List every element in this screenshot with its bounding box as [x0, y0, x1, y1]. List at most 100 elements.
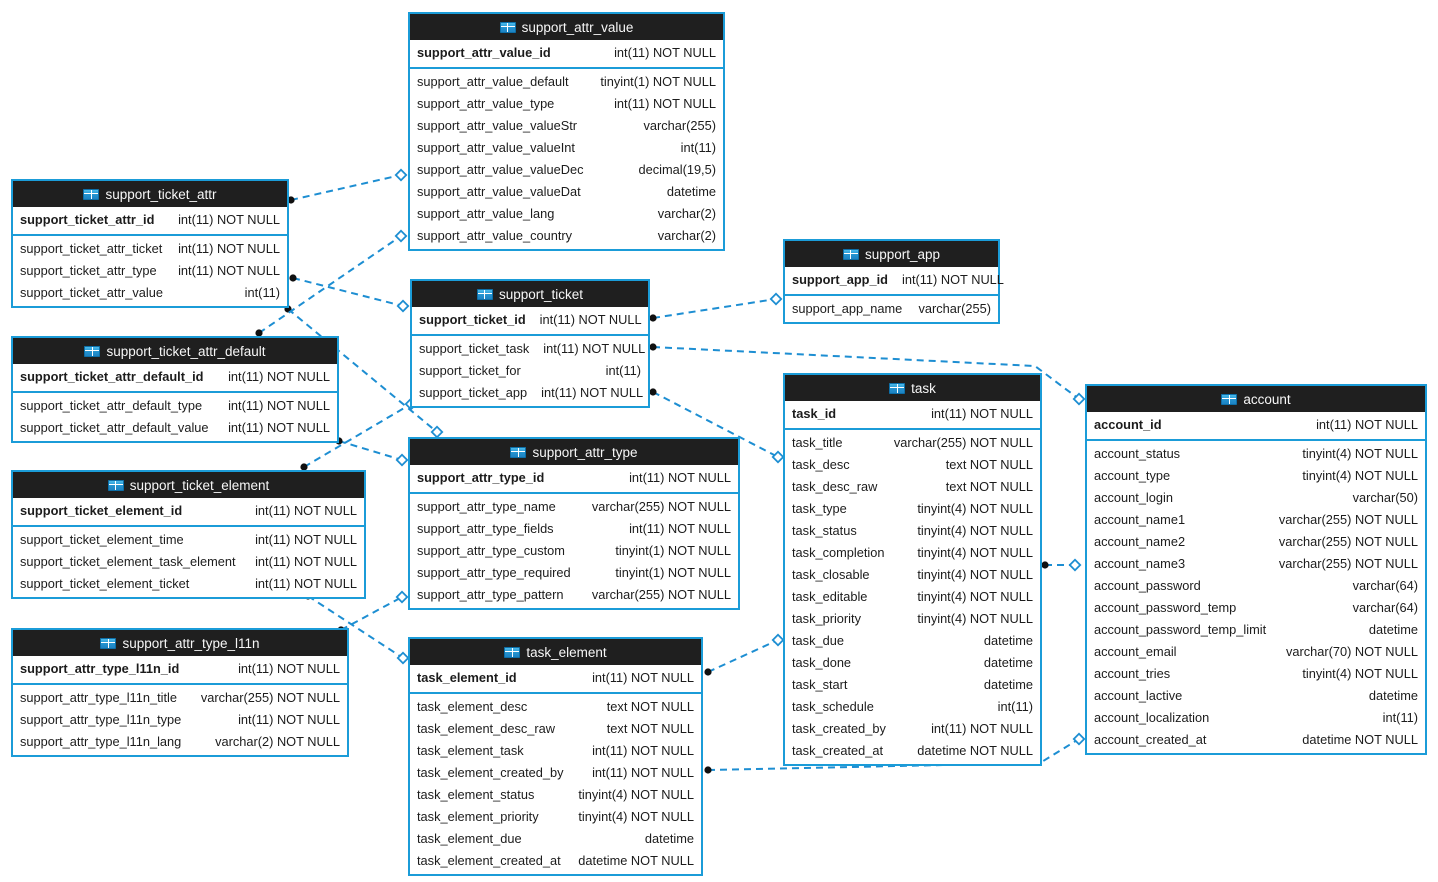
table-title-account[interactable]: account	[1087, 386, 1425, 412]
table-title-support_attr_type[interactable]: support_attr_type	[410, 439, 738, 465]
table-title-support_attr_type_l11n[interactable]: support_attr_type_l11n	[13, 630, 347, 656]
relationship-task_element-to-task[interactable]	[704, 633, 785, 676]
relationship-line[interactable]	[258, 235, 402, 334]
relationship-line[interactable]	[287, 308, 438, 433]
relationship-task_element-to-account[interactable]	[704, 732, 1086, 774]
table-title-support_ticket_attr_default[interactable]: support_ticket_attr_default	[13, 338, 337, 364]
relationship-line[interactable]	[292, 277, 404, 307]
relationship-support_ticket-to-support_app[interactable]	[649, 292, 783, 322]
relationship-support_ticket_attr_default-to-support_attr_value[interactable]	[255, 229, 408, 337]
table-title-task_element[interactable]: task_element	[410, 639, 701, 665]
relationship-task-to-account[interactable]	[1041, 558, 1082, 572]
table-title-task[interactable]: task	[785, 375, 1040, 401]
relationship-line[interactable]	[707, 639, 779, 673]
table-title-support_ticket_element[interactable]: support_ticket_element	[13, 472, 364, 498]
relationship-support_ticket_attr-to-support_attr_value[interactable]	[287, 168, 408, 204]
relationship-line[interactable]	[652, 298, 777, 319]
relationship-line[interactable]	[340, 596, 403, 631]
relationship-support_ticket-to-account[interactable]	[649, 343, 1086, 406]
table-title-support_app[interactable]: support_app	[785, 241, 998, 267]
table-title-support_ticket[interactable]: support_ticket	[412, 281, 648, 307]
relationship-line[interactable]	[338, 440, 403, 461]
relationship-line[interactable]	[303, 403, 412, 468]
relationship-line[interactable]	[307, 595, 404, 659]
